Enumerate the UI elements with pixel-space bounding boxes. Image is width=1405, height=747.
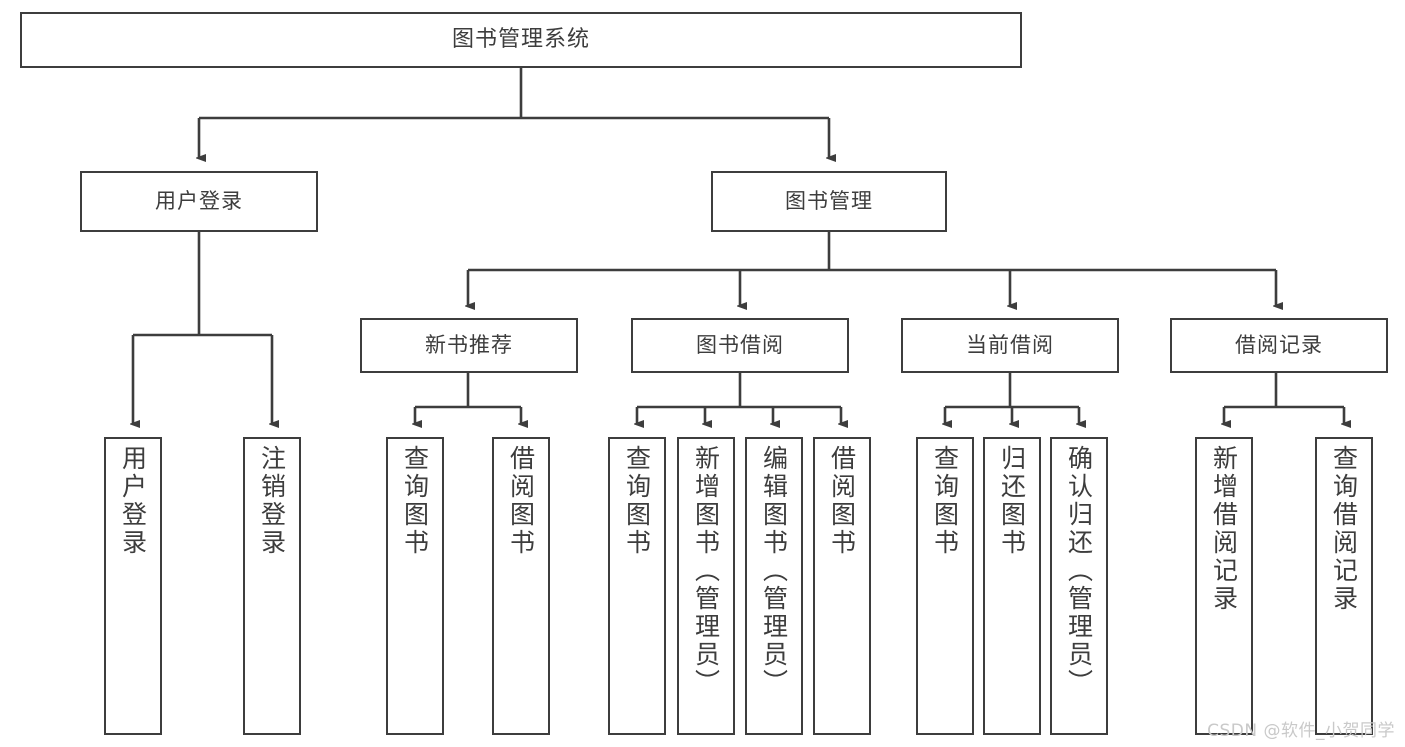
node-leaf-user-login[interactable]: 用户登录 — [104, 437, 162, 735]
node-leaf-add-book-label: 新增图书（管理员） — [691, 445, 721, 697]
node-root[interactable]: 图书管理系统 — [20, 12, 1022, 68]
node-leaf-query-book-1[interactable]: 查询图书 — [386, 437, 444, 735]
node-leaf-add-book[interactable]: 新增图书（管理员） — [677, 437, 735, 735]
node-leaf-return-book-label: 归还图书 — [997, 445, 1027, 557]
node-leaf-query-book-2-label: 查询图书 — [622, 445, 652, 557]
node-current-borrow[interactable]: 当前借阅 — [901, 318, 1119, 373]
node-leaf-user-logout[interactable]: 注销登录 — [243, 437, 301, 735]
node-borrow-record-label: 借阅记录 — [1235, 333, 1323, 358]
node-leaf-borrow-book-2[interactable]: 借阅图书 — [813, 437, 871, 735]
node-root-label: 图书管理系统 — [451, 27, 590, 53]
node-new-book-recommend[interactable]: 新书推荐 — [360, 318, 578, 373]
node-leaf-borrow-book-1-label: 借阅图书 — [506, 445, 536, 557]
node-current-borrow-label: 当前借阅 — [966, 333, 1054, 358]
node-leaf-user-logout-label: 注销登录 — [257, 445, 287, 557]
node-user-login-label: 用户登录 — [155, 189, 243, 214]
node-leaf-add-record-label: 新增借阅记录 — [1209, 445, 1239, 613]
node-new-book-recommend-label: 新书推荐 — [425, 333, 513, 358]
node-leaf-query-record-label: 查询借阅记录 — [1329, 445, 1359, 613]
node-leaf-query-book-3-label: 查询图书 — [930, 445, 960, 557]
node-leaf-confirm-return-label: 确认归还（管理员） — [1064, 445, 1094, 697]
node-leaf-confirm-return[interactable]: 确认归还（管理员） — [1050, 437, 1108, 735]
watermark: CSDN @软件_小贺同学 — [1207, 721, 1395, 741]
node-leaf-query-record[interactable]: 查询借阅记录 — [1315, 437, 1373, 735]
node-leaf-borrow-book-1[interactable]: 借阅图书 — [492, 437, 550, 735]
node-leaf-return-book[interactable]: 归还图书 — [983, 437, 1041, 735]
node-leaf-add-record[interactable]: 新增借阅记录 — [1195, 437, 1253, 735]
node-leaf-edit-book-label: 编辑图书（管理员） — [759, 445, 789, 697]
node-borrow-record[interactable]: 借阅记录 — [1170, 318, 1388, 373]
node-user-login[interactable]: 用户登录 — [80, 171, 318, 232]
node-leaf-edit-book[interactable]: 编辑图书（管理员） — [745, 437, 803, 735]
node-leaf-query-book-2[interactable]: 查询图书 — [608, 437, 666, 735]
node-leaf-query-book-3[interactable]: 查询图书 — [916, 437, 974, 735]
node-leaf-user-login-label: 用户登录 — [118, 445, 148, 557]
node-leaf-query-book-1-label: 查询图书 — [400, 445, 430, 557]
node-leaf-borrow-book-2-label: 借阅图书 — [827, 445, 857, 557]
node-book-manage[interactable]: 图书管理 — [711, 171, 947, 232]
node-book-borrow[interactable]: 图书借阅 — [631, 318, 849, 373]
node-book-borrow-label: 图书借阅 — [696, 333, 784, 358]
node-book-manage-label: 图书管理 — [785, 189, 873, 214]
